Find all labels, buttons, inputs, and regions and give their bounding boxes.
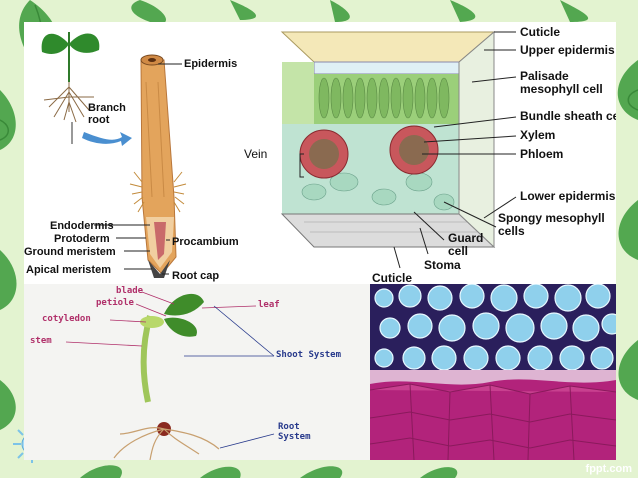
label-ground-meristem: Ground meristem	[24, 246, 116, 258]
label-cotyledon: cotyledon	[42, 314, 91, 324]
micrograph-magenta-cells	[370, 370, 616, 460]
label-endodermis: Endodermis	[50, 220, 114, 232]
label-shoot-system: Shoot System	[276, 350, 341, 360]
label-bundle-sheath: Bundle sheath cell	[520, 110, 616, 123]
root-diagram: Epidermis Branch root Endodermis Protode…	[24, 22, 274, 284]
label-procambium: Procambium	[172, 236, 239, 248]
label-stoma: Stoma	[424, 259, 461, 272]
label-epidermis: Epidermis	[184, 58, 237, 70]
label-xylem: Xylem	[520, 129, 555, 142]
label-lower-epidermis: Lower epidermis	[520, 190, 615, 203]
label-vein: Vein	[244, 148, 267, 161]
label-stem: stem	[30, 336, 52, 346]
label-upper-epidermis: Upper epidermis	[520, 44, 615, 57]
label-branch-root: Branch root	[88, 102, 126, 126]
label-leaf: leaf	[258, 300, 280, 310]
content-panel: Epidermis Branch root Endodermis Protode…	[24, 22, 616, 460]
label-palisade-mesophyll: Palisade mesophyll cell	[520, 70, 603, 96]
label-cuticle-top: Cuticle	[520, 26, 560, 39]
label-root-system: Root System	[278, 422, 311, 442]
label-apical-meristem: Apical meristem	[26, 264, 111, 276]
footer-brand: fppt.com	[586, 463, 632, 475]
seedling-diagram: blade petiole cotyledon stem leaf Shoot …	[24, 284, 370, 460]
label-blade: blade	[116, 286, 143, 296]
micrograph-blue-cells	[370, 284, 616, 370]
label-root-cap: Root cap	[172, 270, 219, 282]
label-protoderm: Protoderm	[54, 233, 110, 245]
leaf-cross-section-diagram: Cuticle Upper epidermis Palisade mesophy…	[244, 22, 616, 284]
label-spongy-mesophyll: Spongy mesophyll cells	[498, 212, 605, 238]
seedling-illustration	[24, 284, 370, 460]
label-phloem: Phloem	[520, 148, 563, 161]
label-guard-cell: Guard cell	[448, 232, 483, 258]
label-petiole: petiole	[96, 298, 134, 308]
